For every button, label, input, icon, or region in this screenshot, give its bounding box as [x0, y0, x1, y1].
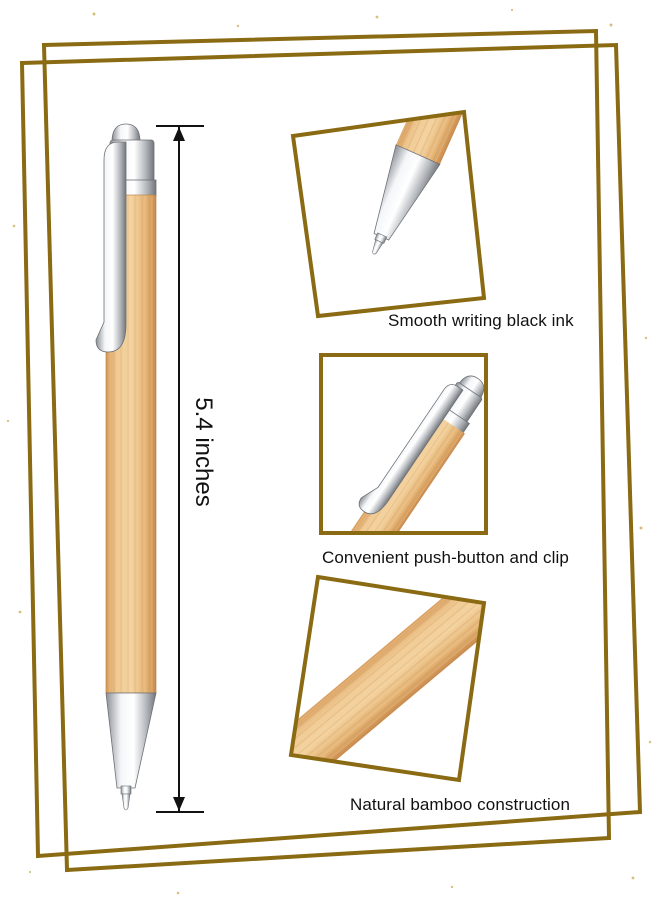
feature-caption-clip: Convenient push-button and clip — [322, 548, 569, 567]
pen-clip-closeup — [319, 353, 488, 535]
gold-speck-decoration — [6, 8, 652, 895]
dimension-line — [156, 125, 204, 813]
bamboo-pen-image — [95, 123, 157, 811]
arrow-up-icon — [173, 127, 185, 141]
feature-caption-ink: Smooth writing black ink — [388, 311, 574, 330]
outer-frame-front — [41, 28, 612, 873]
feature-caption-bamboo: Natural bamboo construction — [350, 795, 571, 814]
dimension-label: 5.4 inches — [190, 397, 217, 507]
outer-frame-back — [19, 42, 643, 859]
bamboo-barrel-closeup — [288, 574, 487, 783]
arrow-down-icon — [173, 797, 185, 811]
pen-tip-closeup — [290, 109, 487, 319]
